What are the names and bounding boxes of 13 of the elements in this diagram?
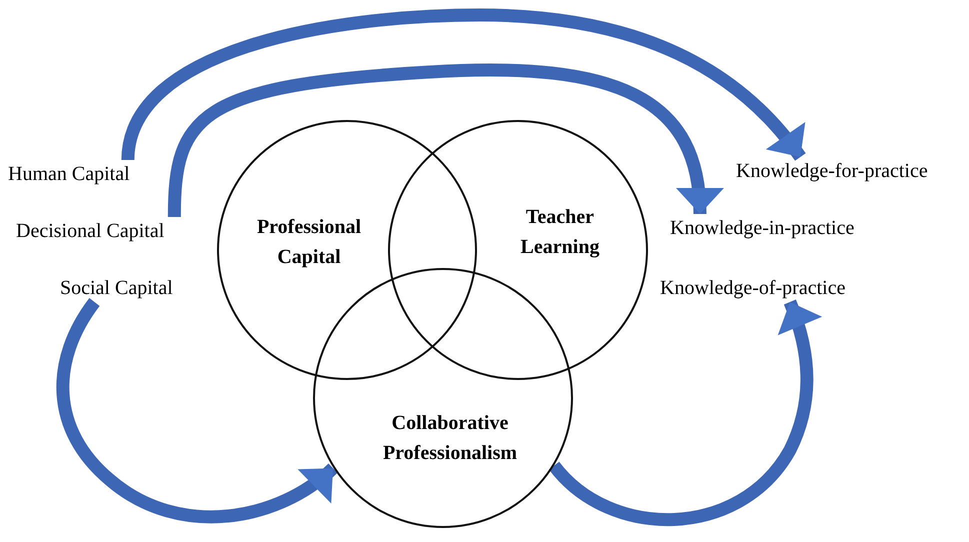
concept-label: Knowledge-in-practice <box>670 214 892 242</box>
concept-label: Knowledge-for-practice <box>736 157 966 185</box>
concept-label: Knowledge-of-practice <box>660 274 884 302</box>
circle-label: Collaborative Professionalism <box>382 411 518 466</box>
curved-arrow <box>549 300 822 526</box>
curved-arrow <box>168 64 722 218</box>
concept-label: Social Capital <box>60 274 198 302</box>
concept-label: Decisional Capital <box>16 217 196 245</box>
circle-label: Teacher Learning <box>520 205 600 260</box>
curved-arrow <box>56 298 338 524</box>
concept-label: Human Capital <box>8 160 156 188</box>
curved-arrow <box>121 8 806 162</box>
circle-label: Professional Capital <box>256 215 362 270</box>
